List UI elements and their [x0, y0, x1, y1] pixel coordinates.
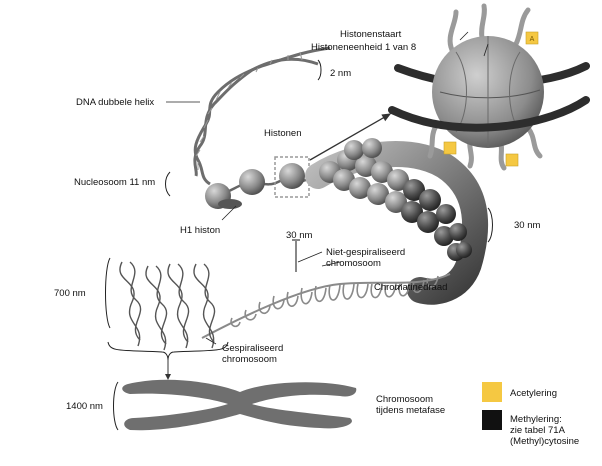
coiled-label-1: Gespiraliseerd [222, 343, 284, 354]
chromatin-beads [319, 138, 472, 261]
histones-label: Histonen [264, 128, 302, 139]
coiled-label-2: chromosoom [222, 354, 277, 365]
metaphase-label-2: tijdens metafase [376, 405, 446, 416]
legend-methyl-label: Methylering: [510, 414, 562, 425]
legend-methyl-label-2: zie tabel 71A [510, 425, 565, 436]
dna-helix [193, 46, 331, 186]
svg-text:A: A [530, 36, 535, 43]
histone-tail-label: Histonenstaart [340, 29, 402, 40]
h1-histone-label: H1 histon [180, 225, 221, 236]
legend-acetyl-swatch [482, 382, 502, 402]
chromatin-label: Chromatinedraad [374, 282, 448, 293]
loops [230, 275, 439, 328]
legend-methyl-swatch [482, 410, 502, 430]
coiled-chromosome [119, 261, 216, 351]
two-nm-label: 2 nm [330, 68, 352, 79]
thirty-nm-top-label: 30 nm [286, 230, 313, 241]
thirty-nm-right-label: 30 nm [514, 220, 541, 231]
non-coiled-label-1: Niet-gespiraliseerd [326, 247, 406, 258]
dna-rungs [195, 51, 303, 170]
seven-hundred-nm-label: 700 nm [54, 288, 86, 299]
nucleosome-label: Nucleosoom 11 nm [74, 177, 156, 188]
legend-methyl-label-3: (Methyl)cytosine [510, 436, 580, 447]
dna-helix-label: DNA dubbele helix [76, 97, 155, 108]
histone-unit-label: Histoneneenheid 1 van 8 [311, 42, 417, 53]
fourteen-hundred-nm-label: 1400 nm [66, 401, 103, 412]
metaphase-label-1: Chromosoom [376, 394, 434, 405]
legend-acetyl-label: Acetylering [510, 388, 557, 399]
nucleosome-zoom: A [388, 3, 590, 171]
non-coiled-label-2: chromosoom [326, 258, 381, 269]
